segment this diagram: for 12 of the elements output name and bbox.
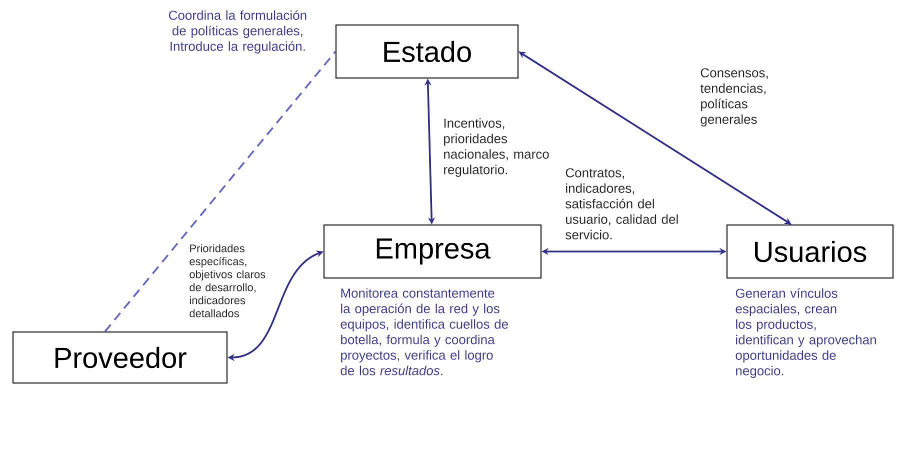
dashed-line <box>104 50 336 332</box>
entity-box: Proveedor <box>12 332 228 384</box>
edge-label: Prioridades específicas, objetivos claros de desarrollo, indicadores detallados <box>190 244 266 318</box>
entity-box: Empresa <box>324 224 542 278</box>
edge-label: Consensos, tendencias, políticas generales <box>700 68 768 126</box>
description-text: Coordina la formulación de políticas generales, Introduce la regulación. <box>169 10 306 54</box>
description-text: Monitorea constantemente la operación de la red y los equipos, identifica cuellos de botella, formula y coordina proyectos, verifica el logro de los resultados. <box>340 288 508 376</box>
entity-box: Usuarios <box>726 224 894 278</box>
edge-label: Contratos, indicadores, satisfacción del usuario, calidad del servicio. <box>566 168 678 240</box>
edge-label: Incentivos, prioridades nacionales, marco regulatorio. <box>444 118 549 177</box>
description-text: Generan vínculos espaciales, crean los productos, identifican y aprovechan oportunidades de negocio. <box>736 288 876 378</box>
entity-box: Estado <box>336 24 518 78</box>
